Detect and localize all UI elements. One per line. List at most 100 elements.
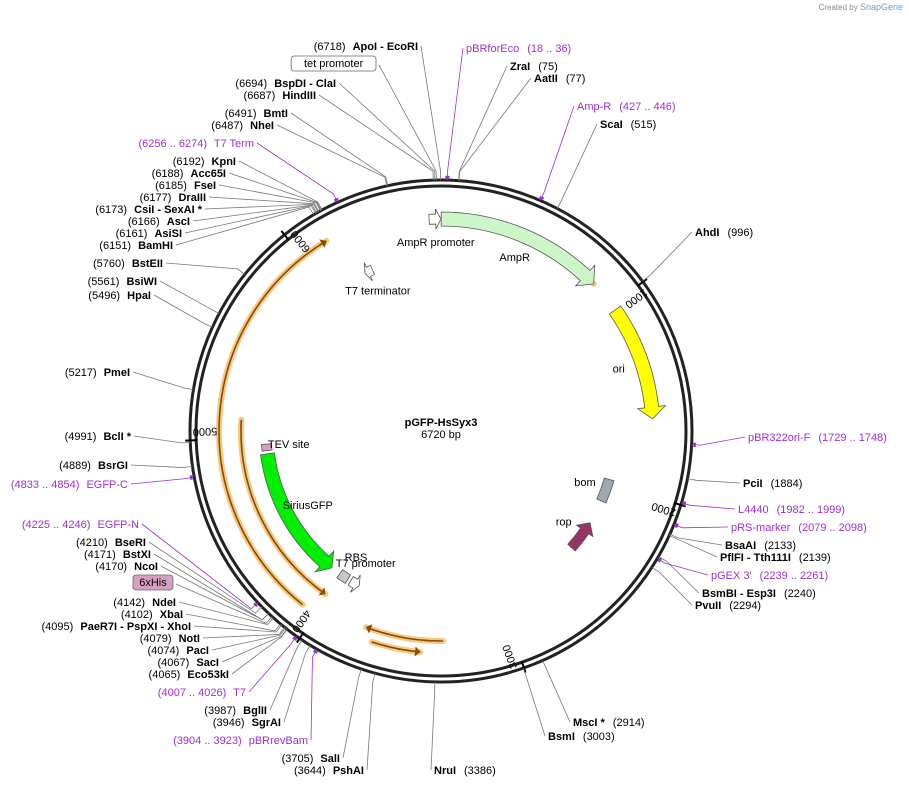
- site-ndei-24-pos: (4142): [113, 597, 148, 609]
- site-csii-sexai-10-text: (6173) CsiI - SexAI *: [95, 204, 202, 216]
- primer-l4440-3-text: L4440(1982 .. 1999): [738, 504, 845, 516]
- primer-t7-term-10-leader: [256, 142, 338, 203]
- site-bamhi-13-leader: [175, 206, 315, 246]
- orf-arrow-4: [319, 239, 327, 248]
- site-hindiii-3-text: (6687) HindIII: [244, 90, 316, 102]
- site-ahdi-43-leader: [642, 231, 693, 282]
- site-ncoi-22-leader: [160, 565, 269, 621]
- site-pflfi-tth111i-40-text: PflFI - Tth111I (2139): [720, 552, 831, 564]
- site-bsmbi-esp3i-39-text: BsmBI - Esp3I(2240): [702, 588, 816, 600]
- feature-bom: [596, 477, 615, 504]
- site-fsei-8-text: (6185) FseI: [155, 180, 216, 192]
- site-sali-33-text: (3705) SalI: [282, 753, 340, 765]
- tick-label-3000: 3000: [501, 643, 520, 670]
- primer-pbrrevbam-6-pos: (3904 .. 3923): [173, 735, 245, 747]
- site-apoi-ecori-0-name: ApoI - EcoRI: [353, 41, 418, 53]
- site-bsaai-41-text: BsaAI(2133): [725, 540, 796, 552]
- site-paci-28-pos: (4074): [148, 645, 183, 657]
- site-paci-28-name: PacI: [186, 645, 209, 657]
- site-bsmi-36-leader: [522, 668, 546, 737]
- feature-tev-site: [261, 443, 273, 452]
- site-pvuii-38-text: PvuII(2294): [695, 600, 761, 612]
- feature-ampr-promoter: [428, 208, 442, 230]
- feature-rop: [567, 522, 594, 552]
- site-sali-33-name: SalI: [320, 753, 340, 765]
- site-ncoi-22-text: (4170) NcoI: [95, 561, 158, 573]
- site-nrui-35-leader: [430, 681, 436, 771]
- site-apoi-ecori-0-text: (6718) ApoI - EcoRI: [314, 41, 418, 53]
- site-bsiwi-15-pos: (5561): [88, 276, 123, 288]
- feature-rop-label: rop: [556, 516, 572, 528]
- site-tet-promoter-1-name: tet promoter: [304, 58, 364, 70]
- primer-pbr322ori-f-2-name: pBR322ori-F: [748, 432, 811, 444]
- site-bsmi-36-text: BsmI(3003): [548, 731, 615, 743]
- site-pmei-17-text: (5217) PmeI: [65, 367, 130, 379]
- site-hindiii-3-name: HindIII: [282, 90, 316, 102]
- primer-pbrforeco-0-text: pBRforEco (18 .. 36): [466, 43, 571, 55]
- site-bmti-4-leader: [290, 112, 389, 186]
- site-fsei-8-name: FseI: [194, 180, 216, 192]
- site-eco53ki-30-text: (4065) Eco53kI: [149, 669, 229, 681]
- orf-arrow-2: [414, 646, 421, 657]
- tick-label-4000: 4000: [289, 607, 313, 634]
- site-nhei-5-name: NheI: [250, 120, 274, 132]
- site-bsaai-41-pos: (2133): [764, 540, 796, 552]
- site-sali-33-pos: (3705): [282, 753, 317, 765]
- site-acc65i-7-leader: [228, 172, 322, 211]
- site-bstxi-21-text: (4171) BstXI: [84, 549, 151, 561]
- site-bspdi-clai-2-pos: (6694): [235, 78, 270, 90]
- site-bsmbi-esp3i-39-pos: (2240): [784, 588, 816, 600]
- site-pshai-34-text: (3644) PshAI: [294, 765, 364, 777]
- credit-brand: SnapGene: [859, 2, 903, 12]
- feature-t7-terminator: [363, 262, 376, 282]
- primer-prs-marker-4-mark: [674, 523, 679, 529]
- site-pmei-17-pos: (5217): [65, 367, 100, 379]
- site-asci-11-name: AscI: [167, 216, 190, 228]
- primer-amp-r-1-mark: [539, 195, 545, 200]
- primer-pbrforeco-0-name: pBRforEco: [466, 43, 519, 55]
- site-bcli-18-pos: (4991): [65, 431, 100, 443]
- primer-egfp-c-9-leader: [130, 476, 195, 485]
- primer-pbrforeco-0-pos: (18 .. 36): [527, 43, 571, 55]
- site-pcii-42-pos: (1884): [771, 478, 803, 490]
- site-paer7i-pspxi-xhoi-26-pos: (4095): [42, 621, 77, 633]
- site-pflfi-tth111i-40-pos: (2139): [799, 552, 831, 564]
- primer-l4440-3-leader: [681, 502, 736, 510]
- primer-pgex-3-5-text: pGEX 3'(2239 .. 2261): [711, 570, 828, 582]
- backbone-inner-strand: [194, 184, 688, 678]
- primer-egfp-c-9-mark: [189, 475, 193, 480]
- site-asisi-12-text: (6161) AsiSI: [116, 228, 182, 240]
- site-kpni-6-text: (6192) KpnI: [173, 156, 236, 168]
- site-asisi-12-leader: [184, 205, 317, 234]
- site-aatii-45-text: AatII(77): [534, 73, 585, 85]
- tick-label-6000: 6000: [288, 228, 313, 255]
- primer-pgex-3-5-pos: (2239 .. 2261): [760, 570, 829, 582]
- site-bseri-20-leader: [148, 541, 263, 614]
- feature-ori-label: ori: [613, 364, 625, 376]
- site-asci-11-leader: [192, 204, 318, 222]
- site-pflfi-tth111i-40-name: PflFI - Tth111I: [720, 552, 791, 564]
- site-bsrgi-19-name: BsrGI: [98, 460, 128, 472]
- primer-pbr322ori-f-2-leader: [691, 436, 746, 446]
- site-ncoi-22-name: NcoI: [134, 561, 158, 573]
- tick-mark-6000: [280, 230, 290, 241]
- feature-bom-label: bom: [574, 477, 595, 489]
- site-bamhi-13-pos: (6151): [99, 240, 134, 252]
- site-xbai-25-leader: [185, 613, 281, 632]
- site-bsteii-14-name: BstEII: [132, 258, 163, 270]
- site-zrai-46-pos: (75): [538, 61, 558, 73]
- site-bstxi-21-name: BstXI: [123, 549, 151, 561]
- feature-siriusgfp: [260, 452, 335, 573]
- primer-t7-7-leader: [248, 636, 297, 693]
- site-ahdi-43-pos: (996): [727, 227, 753, 239]
- primer-amp-r-1-text: Amp-R(427 .. 446): [577, 101, 676, 113]
- site-nhei-5-leader: [276, 124, 388, 187]
- site-nhei-5-text: (6487) NheI: [211, 120, 274, 132]
- site-ahdi-43-name: AhdI: [695, 227, 719, 239]
- primer-prs-marker-4-text: pRS-marker(2079 .. 2098): [731, 522, 867, 534]
- site-msci-37-pos: (2914): [613, 717, 645, 729]
- site-pshai-34-name: PshAI: [333, 765, 364, 777]
- site-hindiii-3-leader: [318, 94, 434, 181]
